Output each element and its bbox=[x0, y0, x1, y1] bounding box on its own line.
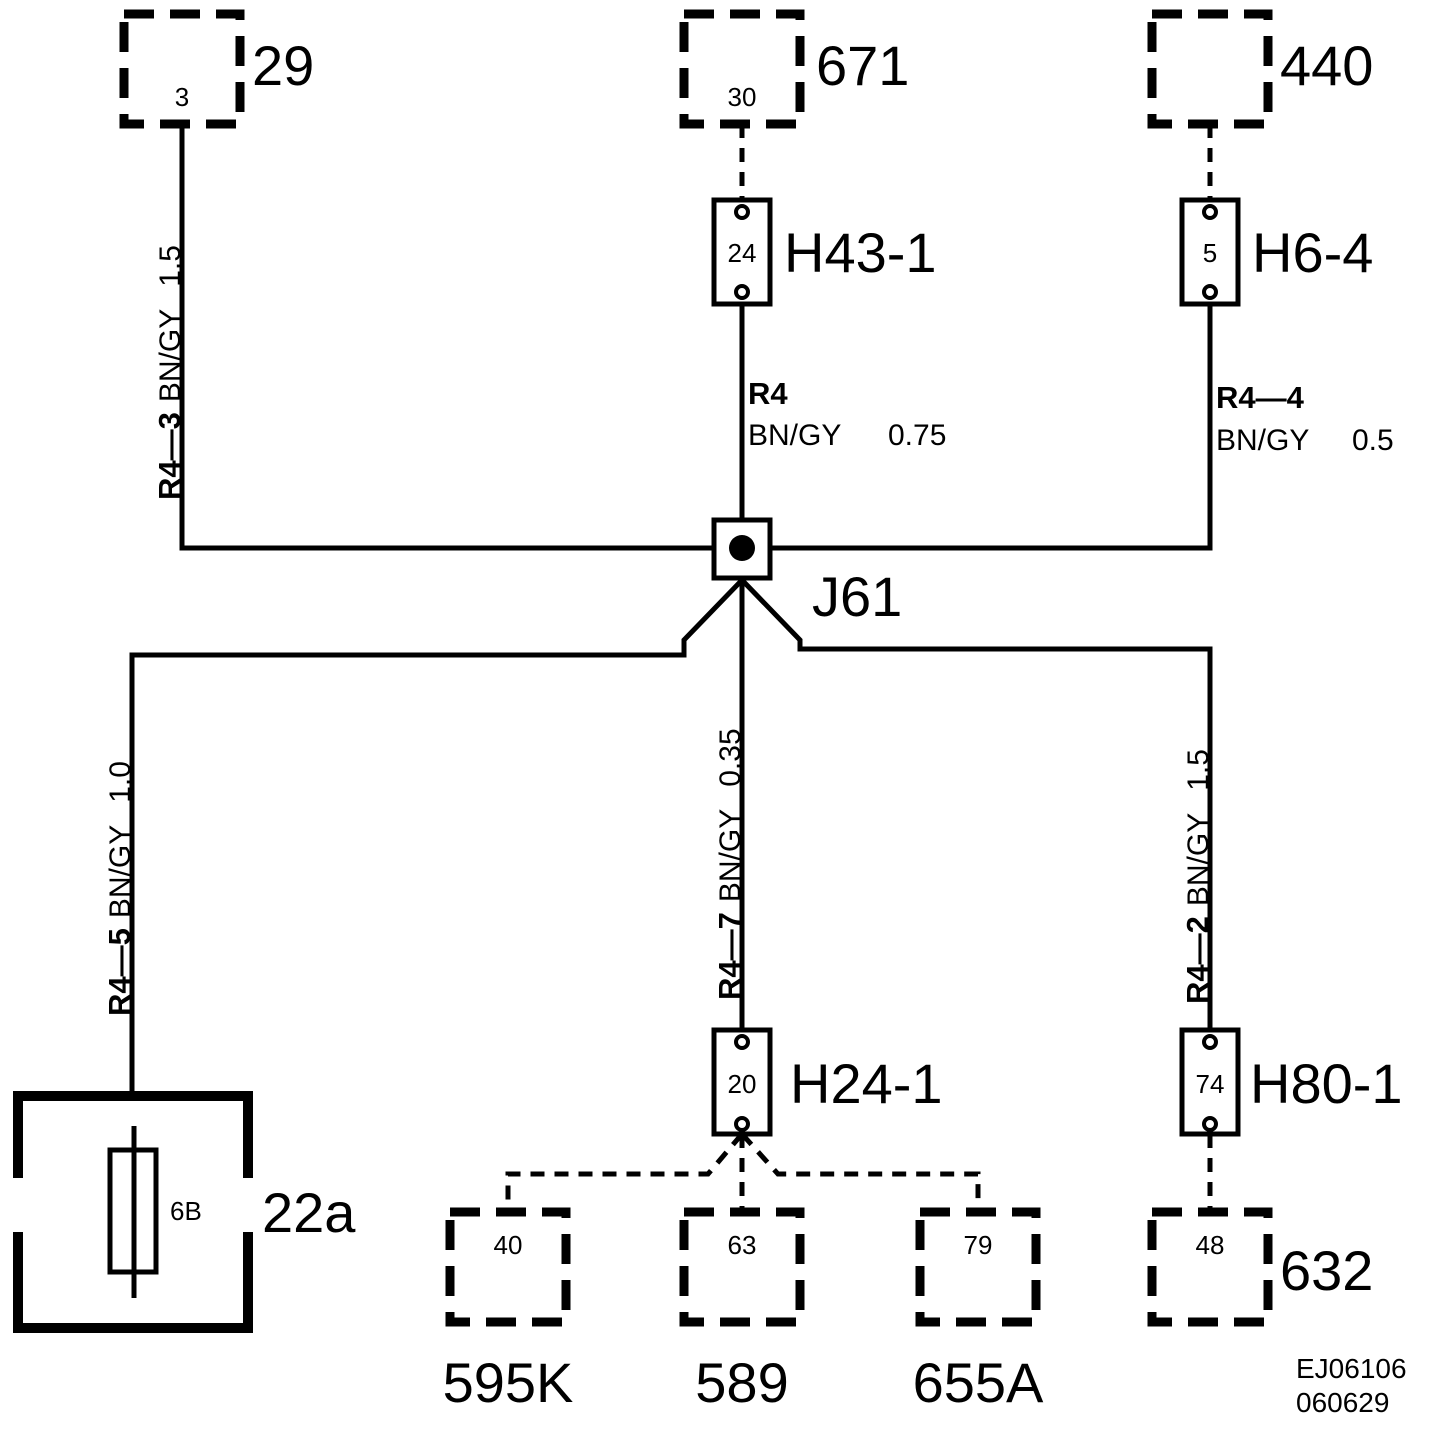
wire-r4-5-color: BN/GY bbox=[104, 825, 137, 918]
component-440-label: 440 bbox=[1280, 34, 1373, 97]
connector-h24-1-pin-top bbox=[734, 1034, 750, 1050]
connector-h6-4-pin-top bbox=[1202, 204, 1218, 220]
connector-h24-1-pin-bottom bbox=[734, 1116, 750, 1132]
reference-date: 060629 bbox=[1296, 1387, 1389, 1418]
connector-h43-1-pin-top bbox=[734, 204, 750, 220]
component-589-pin: 63 bbox=[728, 1230, 757, 1260]
dashed-link-655a bbox=[740, 1132, 981, 1212]
component-632-box bbox=[1147, 1207, 1273, 1327]
component-22a: 6B 22a bbox=[13, 1091, 356, 1333]
wire-r4-5 bbox=[129, 576, 746, 1095]
component-29: 3 29 bbox=[119, 9, 314, 129]
component-655a-pin: 79 bbox=[964, 1230, 993, 1260]
component-22a-label: 22a bbox=[262, 1181, 356, 1244]
wire-r4-color: BN/GY bbox=[748, 419, 841, 452]
connector-h80-1-label: H80-1 bbox=[1250, 1052, 1403, 1115]
component-589-box bbox=[679, 1207, 805, 1327]
wire-label-r4-5: R4—5 BN/GY 1.0 bbox=[102, 761, 137, 1016]
wire-r4-3 bbox=[179, 121, 715, 551]
connector-h80-1-pin-bottom bbox=[1202, 1116, 1218, 1132]
wire-label-r4-3: R4—3 BN/GY 1.5 bbox=[152, 245, 187, 500]
connector-h80-1-pin: 74 bbox=[1196, 1069, 1225, 1099]
connector-h24-1: 20 H24-1 bbox=[711, 1027, 943, 1137]
svg-text:R4—7BN/GY0.35: R4—7 BN/GY 0.35 bbox=[712, 728, 747, 1000]
wire-r4-3-size: 1.5 bbox=[154, 245, 187, 287]
wire-r4-5-size: 1.0 bbox=[104, 761, 137, 803]
component-29-pin: 3 bbox=[175, 82, 189, 112]
component-671-pin: 30 bbox=[728, 82, 757, 112]
component-632-label: 632 bbox=[1280, 1239, 1373, 1302]
component-632: 48 632 bbox=[1147, 1207, 1373, 1327]
connector-h24-1-pin: 20 bbox=[728, 1069, 757, 1099]
connector-h6-4-pin-bottom bbox=[1202, 284, 1218, 300]
connector-h80-1-pin-top bbox=[1202, 1034, 1218, 1050]
svg-text:R4—3BN/GY1.5: R4—3 BN/GY 1.5 bbox=[152, 245, 187, 500]
component-595k-pin: 40 bbox=[494, 1230, 523, 1260]
svg-text:R4—2BN/GY1.5: R4—2 BN/GY 1.5 bbox=[1180, 749, 1215, 1004]
wire-r4-3-color: BN/GY bbox=[154, 309, 187, 402]
connector-h6-4: 5 H6-4 bbox=[1179, 197, 1373, 307]
component-595k-box bbox=[445, 1207, 571, 1327]
wire-r4-4-color: BN/GY bbox=[1216, 424, 1309, 457]
component-671: 30 671 bbox=[679, 9, 909, 129]
wire-r4-2-size: 1.5 bbox=[1182, 749, 1215, 791]
connector-h6-4-pin: 5 bbox=[1203, 238, 1217, 268]
component-655a: 79 655A bbox=[913, 1207, 1044, 1414]
connector-h43-1-label: H43-1 bbox=[784, 221, 937, 284]
wire-r4-7-color: BN/GY bbox=[714, 809, 747, 902]
wire-r4-4-size: 0.5 bbox=[1352, 424, 1394, 457]
splice-j61-label: J61 bbox=[812, 565, 902, 628]
component-29-label: 29 bbox=[252, 34, 314, 97]
component-632-pin: 48 bbox=[1196, 1230, 1225, 1260]
wire-r4-4 bbox=[769, 301, 1213, 551]
wire-r4-2-id: R4—2 bbox=[1180, 916, 1215, 1004]
wire-r4-size: 0.75 bbox=[888, 419, 946, 452]
component-589: 63 589 bbox=[679, 1207, 805, 1414]
connector-h43-1-pin: 24 bbox=[728, 238, 757, 268]
component-595k: 40 595K bbox=[443, 1207, 574, 1414]
connector-h43-1-pin-bottom bbox=[734, 284, 750, 300]
fuse-box-bottom-edge bbox=[13, 1232, 253, 1333]
wire-label-r4-7: R4—7 BN/GY 0.35 bbox=[712, 728, 747, 1000]
wire-r4-2 bbox=[738, 576, 1213, 1033]
component-655a-label: 655A bbox=[913, 1351, 1044, 1414]
component-655a-box bbox=[915, 1207, 1041, 1327]
wire-r4-4-id: R4—4 bbox=[1216, 380, 1305, 415]
component-440: 440 bbox=[1147, 9, 1373, 129]
reference-code: EJ06106 bbox=[1296, 1353, 1407, 1384]
component-440-box bbox=[1147, 9, 1273, 129]
fuse-id: 6B bbox=[170, 1196, 202, 1226]
wire-r4-7-size: 0.35 bbox=[714, 728, 747, 786]
connector-h24-1-label: H24-1 bbox=[790, 1052, 943, 1115]
wire-r4-2-color: BN/GY bbox=[1182, 813, 1215, 906]
component-595k-label: 595K bbox=[443, 1351, 574, 1414]
wire-r4-3-id: R4—3 bbox=[152, 412, 187, 500]
component-671-label: 671 bbox=[816, 34, 909, 97]
fuse-box-top-edge bbox=[13, 1091, 253, 1178]
wire-r4-5-id: R4—5 bbox=[102, 928, 137, 1016]
connector-h80-1: 74 H80-1 bbox=[1179, 1027, 1403, 1137]
connector-h43-1: 24 H43-1 bbox=[711, 197, 937, 307]
connector-h6-4-label: H6-4 bbox=[1252, 221, 1373, 284]
svg-text:R4—5BN/GY1.0: R4—5 BN/GY 1.0 bbox=[102, 761, 137, 1016]
component-589-label: 589 bbox=[695, 1351, 788, 1414]
dashed-link-595k bbox=[505, 1132, 744, 1212]
wire-r4-id: R4 bbox=[748, 376, 788, 411]
wire-r4-7-id: R4—7 bbox=[712, 912, 747, 1000]
splice-j61-node bbox=[729, 535, 755, 561]
wire-label-r4-2: R4—2 BN/GY 1.5 bbox=[1180, 749, 1215, 1004]
